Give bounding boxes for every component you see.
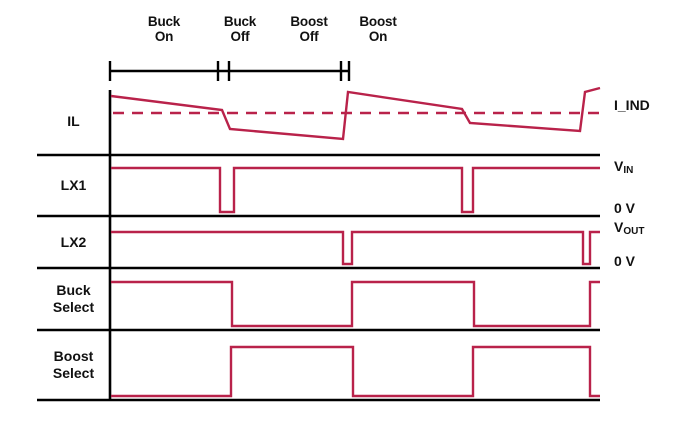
level-label-base: V <box>614 219 624 235</box>
row-label-line1: LX2 <box>60 233 87 250</box>
level-label-subscript: IN <box>623 165 634 176</box>
phase-label-line2: On <box>368 29 388 44</box>
row-label-line1: LX1 <box>60 177 87 193</box>
waveform-buck-select <box>111 280 600 328</box>
waveform-lx1 <box>111 166 600 214</box>
row-dividers <box>37 153 600 402</box>
row-label-line1: IL <box>67 113 80 129</box>
level-label-subscript: OUT <box>623 226 645 237</box>
phase-label-line1: Buck <box>223 14 257 29</box>
phase-label-line1: Boost <box>290 14 328 29</box>
row-label-line2: Select <box>52 365 95 381</box>
phase-label-line2: On <box>154 29 174 44</box>
row-label-line2: Select <box>52 299 95 315</box>
phase-label-line2: Off <box>299 29 319 44</box>
row-label-lx2: LX2 <box>37 234 110 251</box>
row-label-line1: Boost <box>53 348 94 364</box>
phase-ruler <box>108 61 351 81</box>
waveform-boost-select <box>111 345 600 398</box>
level-label-base: 0 V <box>614 253 636 269</box>
waveform-il <box>110 86 601 141</box>
phase-label-line2: Off <box>230 29 250 44</box>
level-label-base: 0 V <box>614 200 636 216</box>
row-label-il: IL <box>37 113 110 130</box>
level-label-base: V <box>614 158 624 174</box>
phase-label-line1: Boost <box>359 14 397 29</box>
level-label-v-out: VOUT <box>614 219 645 238</box>
waveforms <box>110 86 601 398</box>
row-label-line1: Buck <box>56 282 91 298</box>
level-label-i-ind: I_IND <box>614 98 650 113</box>
waveform-lx2 <box>111 230 600 266</box>
phase-label-line1: Buck <box>147 14 181 29</box>
level-label-base: I_IND <box>614 97 650 113</box>
level-label-0v-lx2: 0 V <box>614 254 635 269</box>
level-label-v-in: VIN <box>614 158 634 177</box>
row-label-lx1: LX1 <box>37 177 110 194</box>
level-label-0v-lx1: 0 V <box>614 201 635 216</box>
